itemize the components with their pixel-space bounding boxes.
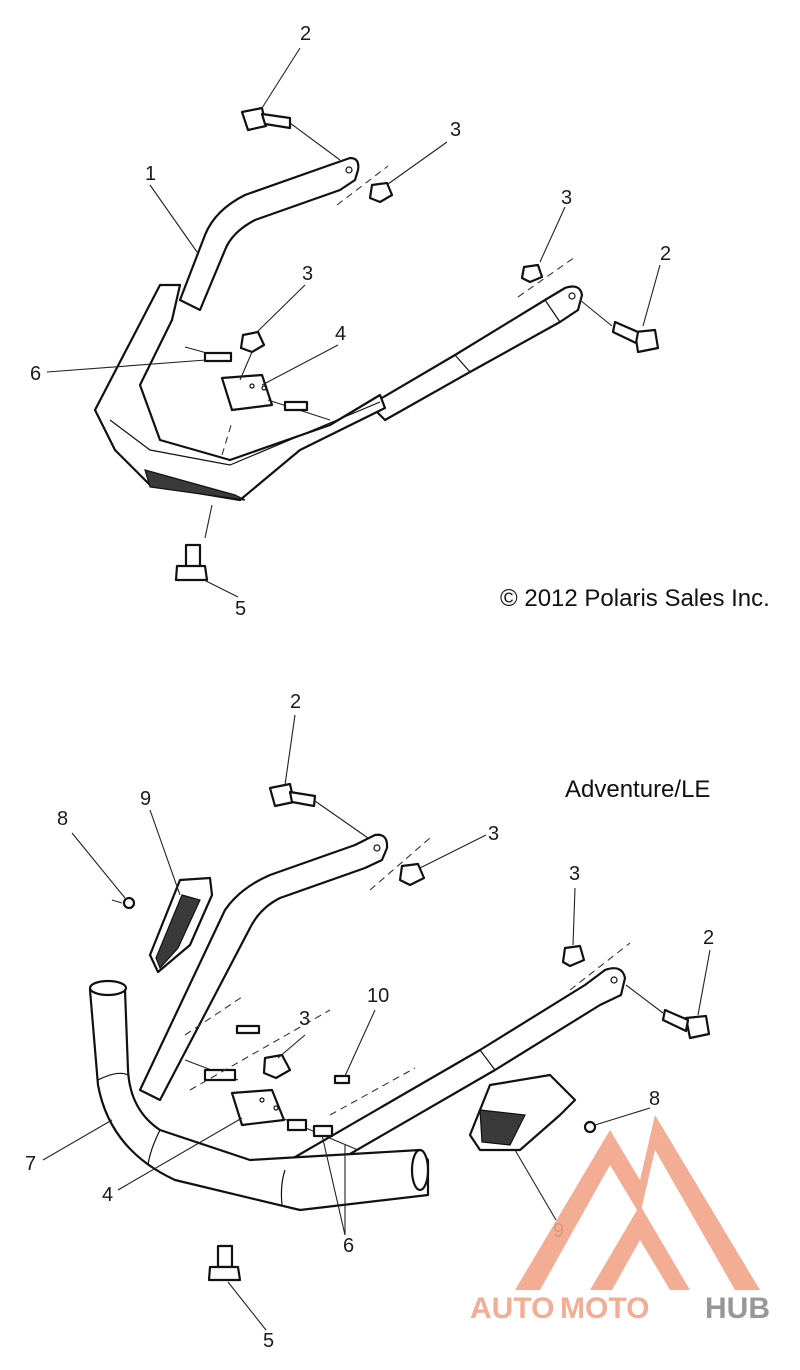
bumper-tube-left — [138, 833, 389, 1102]
guard-block — [148, 876, 214, 974]
callout-3: 3 — [569, 863, 580, 885]
watermark-triangle — [515, 1115, 760, 1290]
variant-label: Adventure/LE — [565, 776, 710, 803]
flange-nut — [368, 181, 394, 204]
bracket — [230, 1088, 286, 1127]
guard-block — [468, 1073, 577, 1152]
flange-nut — [262, 1053, 292, 1080]
watermark-text-auto: AUTO — [470, 1292, 554, 1325]
flange-nut — [398, 862, 426, 887]
watermark-text-hub: HUB — [705, 1292, 770, 1325]
bolt — [579, 299, 660, 354]
callout-2: 2 — [703, 927, 714, 949]
callout-3: 3 — [561, 187, 572, 209]
callout-2: 2 — [660, 243, 671, 265]
copyright: © 2012 Polaris Sales Inc. — [500, 585, 770, 612]
mount-hole — [345, 166, 353, 174]
flange-nut — [520, 263, 544, 284]
callout-2: 2 — [300, 23, 311, 45]
callout-6: 6 — [343, 1235, 354, 1257]
flange-nut — [561, 944, 586, 968]
bumper-shadow — [144, 469, 246, 501]
callout-1: 1 — [145, 163, 156, 185]
bolt — [207, 1244, 242, 1282]
callout-3: 3 — [302, 263, 313, 285]
callout-7: 7 — [25, 1153, 36, 1175]
screw — [111, 896, 136, 910]
callout-5: 5 — [263, 1330, 274, 1352]
callout-3: 3 — [450, 119, 461, 141]
callout-2: 2 — [290, 691, 301, 713]
bolt — [268, 782, 369, 839]
bumper-tube-right — [288, 967, 627, 1182]
mount-hole — [568, 292, 576, 300]
callout-8: 8 — [649, 1088, 660, 1110]
callout-9: 9 — [140, 788, 151, 810]
rivet-set — [184, 346, 331, 421]
bottom-assembly: Adventure/LE — [25, 691, 714, 1352]
bumper-tube-right — [368, 285, 584, 422]
callout-4: 4 — [335, 323, 346, 345]
callout-6: 6 — [30, 363, 41, 385]
callout-4: 4 — [102, 1184, 113, 1206]
bolt — [240, 106, 341, 161]
rivet-set — [184, 1059, 359, 1151]
screw — [583, 1120, 597, 1134]
callout-3: 3 — [299, 1008, 310, 1030]
screw — [235, 1024, 351, 1085]
bolt — [174, 504, 213, 582]
callout-10: 10 — [367, 985, 389, 1007]
flange-nut — [239, 330, 266, 354]
callout-8: 8 — [57, 808, 68, 830]
callout-3: 3 — [488, 823, 499, 845]
bracket — [220, 373, 274, 412]
callout-5: 5 — [235, 598, 246, 620]
watermark-text-moto: MOTO — [560, 1292, 649, 1325]
bumper-tube-left — [178, 156, 360, 312]
top-assembly: 1 2 3 3 2 3 4 6 5 — [30, 23, 671, 620]
watermark-logo: AUTO MOTO HUB — [470, 1115, 770, 1325]
bolt — [625, 984, 711, 1040]
